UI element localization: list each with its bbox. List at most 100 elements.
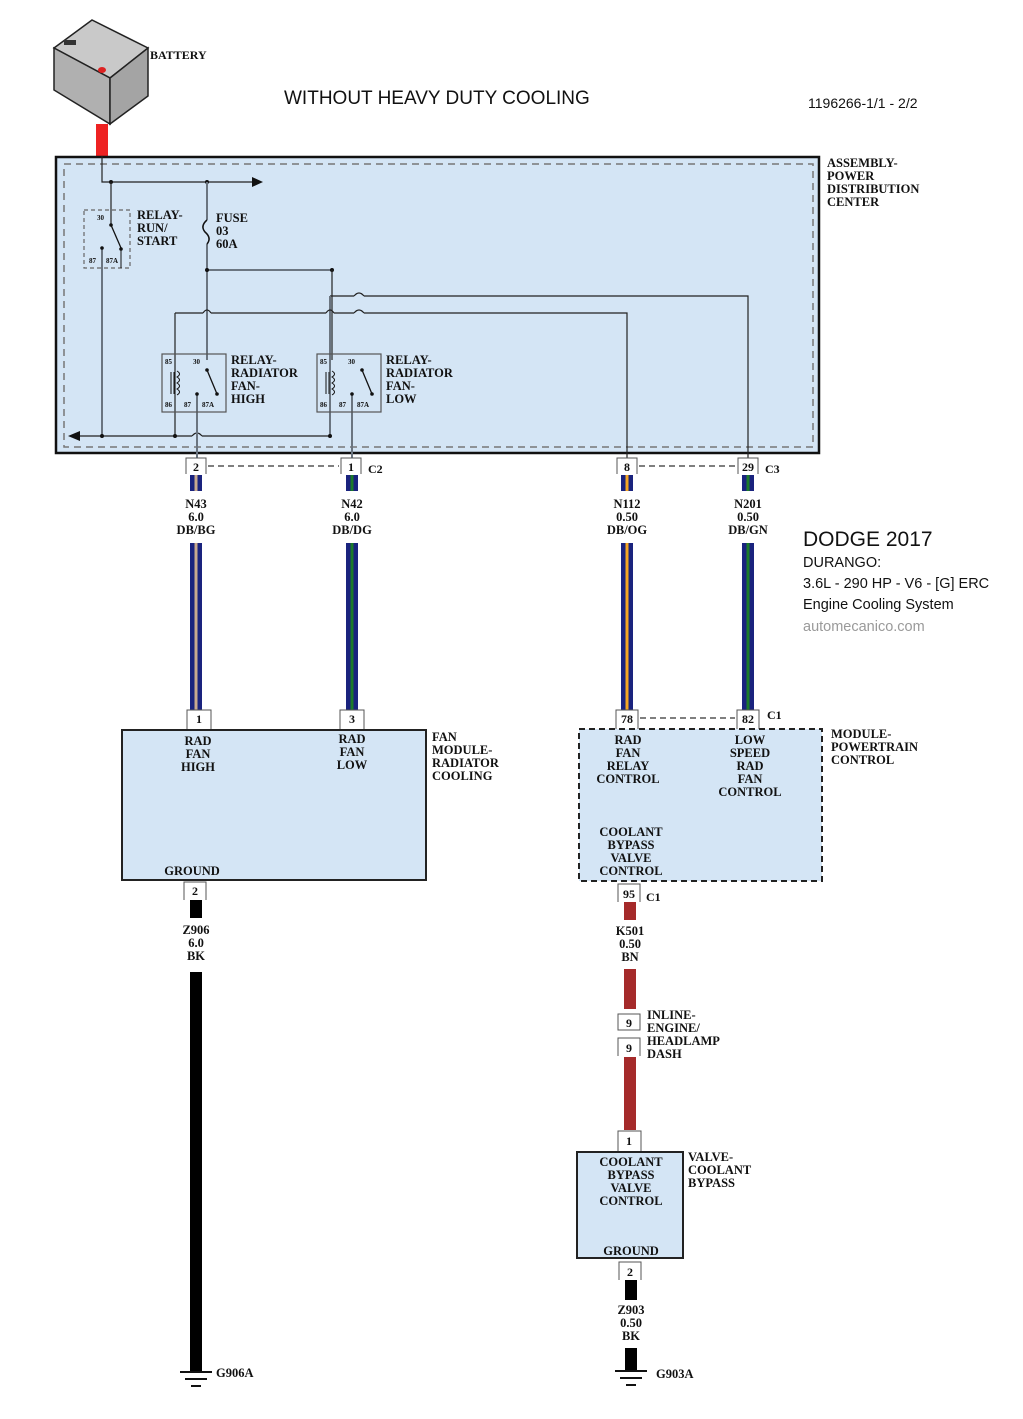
svg-text:85: 85 xyxy=(320,358,328,366)
svg-text:DB/GN: DB/GN xyxy=(728,523,768,537)
svg-text:CONTROL: CONTROL xyxy=(831,753,894,767)
svg-text:DB/DG: DB/DG xyxy=(332,523,372,537)
svg-text:RADIATOR: RADIATOR xyxy=(386,366,454,380)
svg-text:6.0: 6.0 xyxy=(188,510,204,524)
svg-text:HEADLAMP: HEADLAMP xyxy=(647,1034,720,1048)
fan-module-ground-pin: 2 xyxy=(183,881,207,900)
svg-text:Z903: Z903 xyxy=(617,1303,644,1317)
svg-text:RELAY-: RELAY- xyxy=(231,353,277,367)
document-id: 1196266-1/1 - 2/2 xyxy=(808,95,918,111)
svg-text:3: 3 xyxy=(349,712,355,726)
svg-text:HIGH: HIGH xyxy=(181,760,215,774)
svg-text:87A: 87A xyxy=(357,401,369,409)
battery-label: BATTERY xyxy=(150,48,207,62)
svg-text:95: 95 xyxy=(623,887,635,901)
svg-text:8: 8 xyxy=(624,460,630,474)
pdc-label: ASSEMBLY- POWER DISTRIBUTION CENTER xyxy=(827,156,919,209)
svg-text:COOLANT: COOLANT xyxy=(599,1155,663,1169)
pcm-c1-pin-95: 95 C1 xyxy=(617,883,661,904)
svg-text:FAN: FAN xyxy=(432,730,457,744)
svg-text:N201: N201 xyxy=(734,497,762,511)
svg-text:3.6L - 290 HP - V6 - [G] ERC: 3.6L - 290 HP - V6 - [G] ERC xyxy=(803,576,989,592)
wire-n112 xyxy=(621,475,633,710)
svg-text:VALVE-: VALVE- xyxy=(688,1150,733,1164)
svg-text:C2: C2 xyxy=(368,462,383,476)
battery-wire xyxy=(96,124,108,156)
svg-text:RELAY-: RELAY- xyxy=(386,353,432,367)
svg-text:DODGE 2017: DODGE 2017 xyxy=(803,528,933,551)
svg-text:87A: 87A xyxy=(202,401,214,409)
svg-text:0.50: 0.50 xyxy=(619,937,641,951)
svg-text:CENTER: CENTER xyxy=(827,195,880,209)
fan-module-label: FAN MODULE- RADIATOR COOLING xyxy=(432,730,500,783)
svg-text:CONTROL: CONTROL xyxy=(599,1194,662,1208)
svg-text:87: 87 xyxy=(184,401,192,409)
svg-text:LOW: LOW xyxy=(386,392,417,406)
fuse-label: FUSE 03 60A xyxy=(216,211,248,251)
svg-text:CONTROL: CONTROL xyxy=(718,785,781,799)
svg-text:CONTROL: CONTROL xyxy=(596,772,659,786)
svg-text:RADIATOR: RADIATOR xyxy=(231,366,299,380)
svg-text:0.50: 0.50 xyxy=(620,1316,642,1330)
svg-text:START: START xyxy=(137,234,178,248)
svg-text:VALVE: VALVE xyxy=(611,1181,652,1195)
relay-run-start-label: RELAY- RUN/ START xyxy=(137,208,183,248)
svg-text:RADIATOR: RADIATOR xyxy=(432,756,500,770)
connector-c2: 2 1 C2 xyxy=(185,457,383,476)
svg-text:0.50: 0.50 xyxy=(616,510,638,524)
pdc-internal-wiring xyxy=(68,156,749,458)
svg-text:RELAY: RELAY xyxy=(607,759,650,773)
connector-c3: 8 29 C3 xyxy=(616,457,780,476)
ground-icon xyxy=(180,1371,212,1387)
svg-text:1: 1 xyxy=(626,1134,632,1148)
svg-text:DURANGO:: DURANGO: xyxy=(803,555,881,571)
valve-coolant-bypass xyxy=(576,1151,684,1259)
vehicle-info: DODGE 2017 DURANGO: 3.6L - 290 HP - V6 -… xyxy=(803,528,989,635)
svg-text:COOLANT: COOLANT xyxy=(599,825,663,839)
svg-text:automecanico.com: automecanico.com xyxy=(803,619,925,635)
svg-text:RAD: RAD xyxy=(184,734,211,748)
relay-fan-low: 85 30 86 87 87A xyxy=(316,353,382,413)
svg-text:COOLANT: COOLANT xyxy=(688,1163,752,1177)
svg-text:HIGH: HIGH xyxy=(231,392,265,406)
svg-text:9: 9 xyxy=(626,1016,632,1030)
svg-text:9: 9 xyxy=(626,1041,632,1055)
svg-text:GROUND: GROUND xyxy=(164,864,220,878)
wire-n43 xyxy=(190,475,202,710)
svg-text:POWERTRAIN: POWERTRAIN xyxy=(831,740,918,754)
svg-text:MODULE-: MODULE- xyxy=(432,743,492,757)
svg-text:C3: C3 xyxy=(765,462,780,476)
pcm-pins: 78 82 C1 xyxy=(615,708,782,729)
inline-connector-label: INLINE- ENGINE/ HEADLAMP DASH xyxy=(647,1008,720,1061)
ground-g906a: G906A xyxy=(216,1366,254,1380)
fan-module-radiator-cooling xyxy=(121,729,427,881)
svg-text:03: 03 xyxy=(216,224,229,238)
svg-text:1: 1 xyxy=(196,712,202,726)
svg-text:C1: C1 xyxy=(646,890,661,904)
svg-text:60A: 60A xyxy=(216,237,238,251)
svg-text:RUN/: RUN/ xyxy=(137,221,168,235)
svg-text:30: 30 xyxy=(348,358,356,366)
svg-text:Z906: Z906 xyxy=(182,923,209,937)
svg-text:FAN: FAN xyxy=(186,747,211,761)
svg-text:87: 87 xyxy=(339,401,347,409)
svg-text:BYPASS: BYPASS xyxy=(688,1176,735,1190)
svg-text:DB/OG: DB/OG xyxy=(607,523,648,537)
svg-text:FAN-: FAN- xyxy=(386,379,415,393)
fuse-icon xyxy=(202,219,210,245)
valve-label: VALVE- COOLANT BYPASS xyxy=(688,1150,752,1190)
svg-text:BK: BK xyxy=(187,949,205,963)
svg-text:Engine Cooling System: Engine Cooling System xyxy=(803,597,954,613)
svg-text:SPEED: SPEED xyxy=(730,746,770,760)
wire-k501 xyxy=(624,902,636,1130)
wire-n42 xyxy=(346,475,358,710)
svg-text:2: 2 xyxy=(192,884,198,898)
svg-text:RAD: RAD xyxy=(736,759,763,773)
svg-text:RAD: RAD xyxy=(614,733,641,747)
svg-text:29: 29 xyxy=(742,460,754,474)
